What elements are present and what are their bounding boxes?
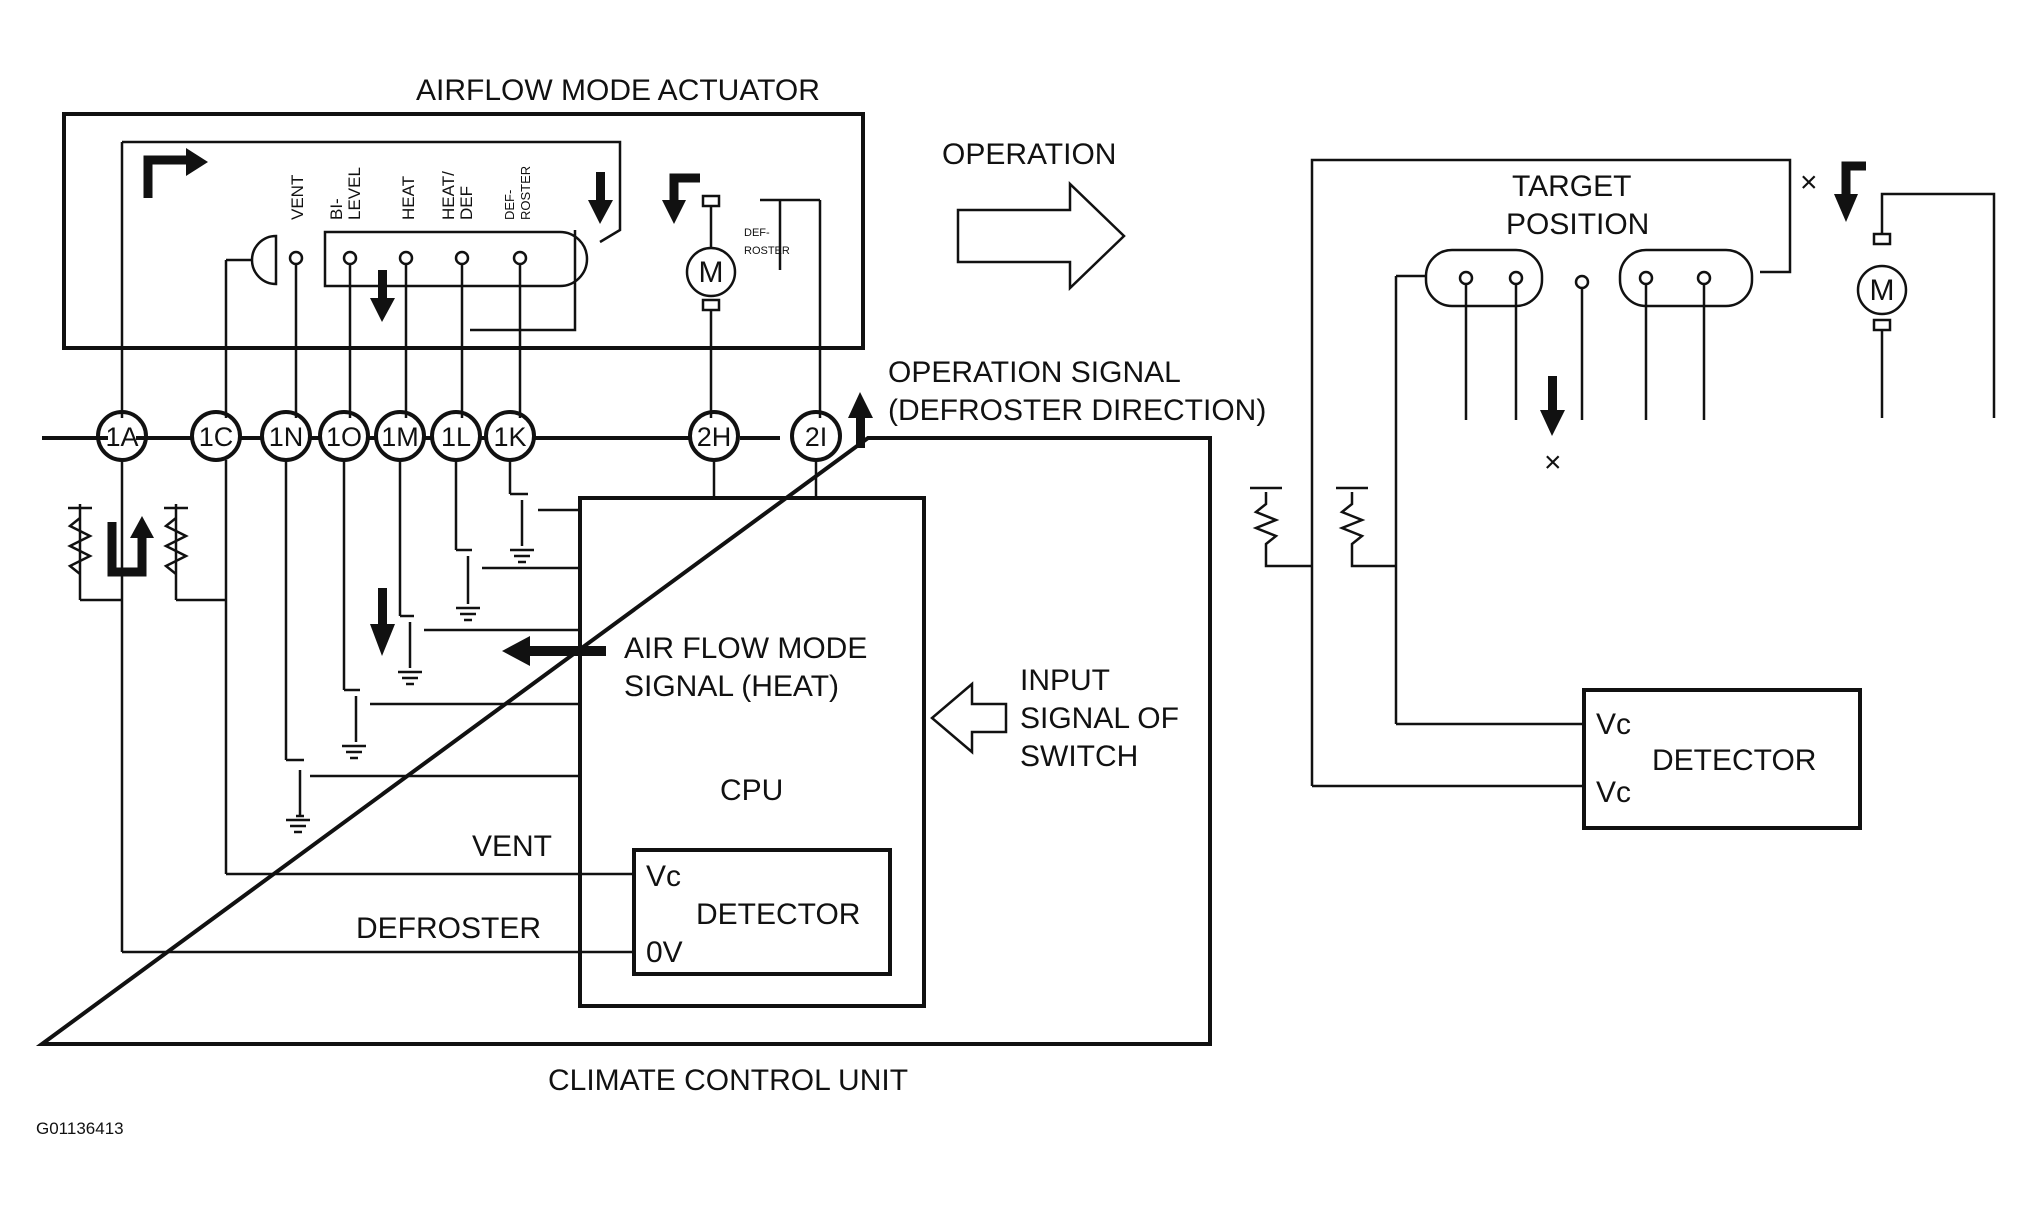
- mode-label-defroster-2: ROSTER: [518, 166, 533, 220]
- input-signal-label-1: INPUT: [1020, 664, 1110, 697]
- operation-label: OPERATION: [942, 138, 1116, 171]
- contact-rail: [323, 230, 589, 288]
- heatdef-contact: [454, 250, 470, 266]
- right-detector-block: [1582, 688, 1862, 830]
- mode-labels: VENT BI- LEVEL HEAT HEAT/ DEF DEF- ROSTE…: [288, 166, 533, 220]
- detector-ov-label: 0V: [646, 936, 683, 969]
- internal-wiring: [67, 460, 634, 954]
- target-frame: [1310, 158, 1792, 412]
- actuator-wires: [120, 198, 822, 418]
- right-motor-wires: [1880, 192, 1996, 418]
- pin-label-1o: 1O: [326, 422, 362, 452]
- figure-code: G01136413: [36, 1119, 124, 1138]
- pin-label-2h: 2H: [697, 422, 732, 452]
- down-arrow-icon: [370, 270, 395, 322]
- x-mark-icon: ×: [1800, 166, 1818, 199]
- pin-label-2i: 2I: [805, 422, 828, 452]
- motor-icon: M: [1856, 232, 1908, 332]
- ccu-box: [35, 436, 1212, 1046]
- bilevel-contact: [342, 250, 358, 266]
- turn-arrow-icon: [143, 148, 208, 198]
- input-signal-label-3: SWITCH: [1020, 740, 1138, 773]
- down-arrow-icon: [588, 172, 613, 224]
- input-arrow-icon: [930, 681, 1008, 755]
- curved-arrow-icon: [1834, 161, 1866, 222]
- detector-vc-label: Vc: [646, 860, 681, 893]
- detector-label: DETECTOR: [696, 898, 860, 931]
- mode-label-bilevel-1: BI-: [327, 198, 346, 220]
- operation-signal-label-1: OPERATION SIGNAL: [888, 356, 1181, 389]
- target-label-1: TARGET: [1512, 170, 1631, 203]
- airflow-signal-label-2: SIGNAL (HEAT): [624, 670, 839, 703]
- cpu-block: [578, 496, 926, 1008]
- right-motor-label: M: [1870, 274, 1895, 307]
- vent-contact: [288, 250, 304, 266]
- cpu-label: CPU: [720, 774, 783, 807]
- motor-caption-1: DEF-: [744, 227, 770, 239]
- pin-1c: [190, 410, 242, 462]
- pin-label-1l: 1L: [441, 422, 471, 452]
- ccu-title: CLIMATE CONTROL UNIT: [548, 1064, 908, 1097]
- detector-block: [632, 848, 892, 976]
- curved-arrow-icon: [662, 173, 700, 224]
- left-arrow-icon: [502, 636, 606, 666]
- heat-contact: [398, 250, 414, 266]
- actuator-title: AIRFLOW MODE ACTUATOR: [416, 74, 820, 107]
- input-signal-label-2: SIGNAL OF: [1020, 702, 1179, 735]
- pin-label-1k: 1K: [493, 422, 526, 452]
- x-mark-icon: ×: [1544, 446, 1562, 479]
- motor-icon: M: [685, 194, 737, 312]
- mode-label-defroster-1: DEF-: [502, 190, 517, 220]
- vent-wire-label: VENT: [472, 830, 552, 863]
- right-resistors: [1250, 412, 1584, 788]
- motor-caption-2: ROSTER: [744, 245, 790, 257]
- pin-label-1a: 1A: [105, 422, 138, 452]
- down-arrow-icon: [370, 588, 395, 656]
- up-arrow-icon: [848, 392, 873, 448]
- ground-icon: [286, 548, 534, 834]
- mode-label-heatdef-2: DEF: [457, 186, 476, 220]
- common-contact: [250, 234, 278, 286]
- pin-label-1n: 1N: [269, 422, 304, 452]
- operation-signal-label-2: (DEFROSTER DIRECTION): [888, 394, 1266, 427]
- target-label-2: POSITION: [1506, 208, 1649, 241]
- actuator-box: [62, 112, 865, 350]
- right-detector-label: DETECTOR: [1652, 744, 1816, 777]
- pin-row: 1A 1C 1N 1O 1M 1L 1K 2H 2I: [96, 410, 842, 462]
- mode-label-heatdef-1: HEAT/: [439, 171, 458, 220]
- u-turn-arrow-icon: [107, 516, 154, 577]
- actuator-inner-outline: [120, 140, 622, 332]
- target-contact-left: [1424, 248, 1544, 308]
- down-arrow-icon: [1540, 376, 1565, 436]
- airflow-signal-label-1: AIR FLOW MODE: [624, 632, 867, 665]
- operation-arrow-icon: [956, 181, 1126, 291]
- right-detector-vc-2: Vc: [1596, 776, 1631, 809]
- pin-label-1m: 1M: [381, 422, 419, 452]
- right-detector-vc-1: Vc: [1596, 708, 1631, 741]
- mode-label-vent: VENT: [288, 175, 307, 220]
- motor-label: M: [699, 256, 724, 289]
- mode-label-heat: HEAT: [399, 176, 418, 220]
- pin-label-1c: 1C: [199, 422, 234, 452]
- defroster-contact: [512, 250, 528, 266]
- mode-label-bilevel-2: LEVEL: [345, 167, 364, 220]
- target-contact-right: [1618, 248, 1754, 308]
- target-contacts: [1394, 270, 1712, 724]
- defroster-wire-label: DEFROSTER: [356, 912, 541, 945]
